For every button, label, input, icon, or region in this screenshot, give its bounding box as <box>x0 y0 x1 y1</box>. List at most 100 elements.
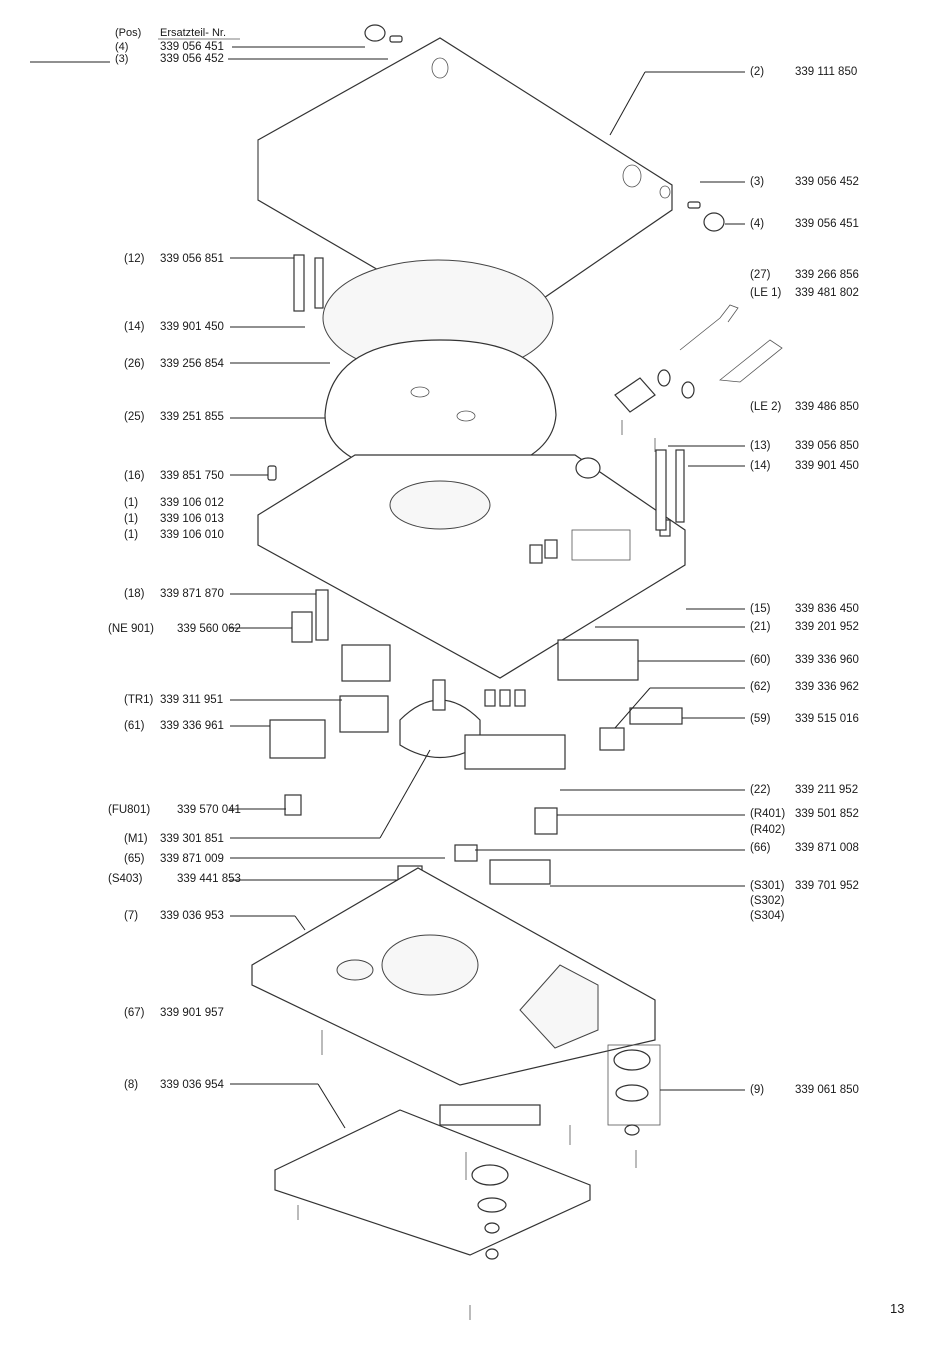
part-number-label: 339 056 451 <box>795 218 859 230</box>
part-position-label: (S301) <box>750 880 785 892</box>
part-number-label: 339 036 953 <box>160 910 224 922</box>
part-position-label: (2) <box>750 66 764 78</box>
part-number-label: 339 301 851 <box>160 833 224 845</box>
part-number-label: 339 056 452 <box>160 53 224 65</box>
part-number-label: 339 570 041 <box>177 804 241 816</box>
part-number-label: 339 441 853 <box>177 873 241 885</box>
left-labels: (12) 339 056 851 (14) 339 901 450 (26) 339 25… <box>108 253 241 1091</box>
part-number-label: 339 256 854 <box>160 358 225 370</box>
part-position-label: (3) <box>750 176 764 188</box>
part-position-label: (18) <box>124 588 145 600</box>
part-number-label: 339 336 962 <box>795 681 859 693</box>
part-number-label: 339 036 954 <box>160 1079 225 1091</box>
part-number-label: 339 056 451 <box>160 41 224 53</box>
header-rows: (4) 339 056 451 (3) 339 056 452 <box>115 41 224 65</box>
part-position-label: (7) <box>124 910 138 922</box>
part-number-label: 339 056 452 <box>795 176 859 188</box>
part-position-label: (25) <box>124 411 145 423</box>
part-position-label: (1) <box>124 497 138 509</box>
part-position-label: (14) <box>124 321 145 333</box>
right-labels: (2) 339 111 850 (3) 339 056 452 (4) 339 056 4… <box>750 66 859 1096</box>
part-number-label: 339 111 850 <box>795 66 857 78</box>
part-number-label: 339 311 951 <box>160 694 223 706</box>
part-position-label: (15) <box>750 603 771 615</box>
part-position-label: (27) <box>750 269 771 281</box>
part-number-label: 339 201 952 <box>795 621 859 633</box>
part-number-label: 339 871 008 <box>795 842 859 854</box>
part-number-label: 339 701 952 <box>795 880 859 892</box>
part-number-label: 339 871 870 <box>160 588 224 600</box>
chassis-top <box>257 454 686 679</box>
base-plate <box>251 867 656 1086</box>
part-position-label: (4) <box>750 218 764 230</box>
part-number-label: 339 515 016 <box>795 713 859 725</box>
part-number-label: 339 501 852 <box>795 808 859 820</box>
part-number-label: 339 106 010 <box>160 529 224 541</box>
part-position-label: (S304) <box>750 910 785 922</box>
part-position-label: (60) <box>750 654 771 666</box>
part-position-label: (LE 2) <box>750 401 781 413</box>
part-number-label: 339 486 850 <box>795 401 859 413</box>
part-position-label: (59) <box>750 713 771 725</box>
part-position-label: (66) <box>750 842 771 854</box>
part-position-label: (62) <box>750 681 771 693</box>
part-position-label: (1) <box>124 529 138 541</box>
part-position-label: (NE 901) <box>108 623 154 635</box>
part-number-label: 339 251 855 <box>160 411 224 423</box>
part-number-label: 339 560 062 <box>177 623 241 635</box>
part-number-label: 339 836 450 <box>795 603 859 615</box>
part-number-label: 339 056 850 <box>795 440 859 452</box>
part-position-label: (3) <box>115 53 128 65</box>
part-position-label: (R401) <box>750 808 785 820</box>
hinge-bracket-right <box>655 449 685 531</box>
part-position-label: (S302) <box>750 895 785 907</box>
part-position-label: (16) <box>124 470 145 482</box>
part-position-label: (12) <box>124 253 145 265</box>
part-position-label: (61) <box>124 720 145 732</box>
part-position-label: (FU801) <box>108 804 150 816</box>
part-number-label: 339 056 851 <box>160 253 224 265</box>
part-number-label: 339 106 012 <box>160 497 224 509</box>
leader-lines <box>30 46 745 1129</box>
part-position-label: (65) <box>124 853 145 865</box>
cover-lid <box>257 37 673 336</box>
part-number-label: 339 061 850 <box>795 1084 859 1096</box>
part-position-label: (14) <box>750 460 771 472</box>
part-number-label: 339 901 957 <box>160 1007 224 1019</box>
part-number-label: 339 901 450 <box>795 460 859 472</box>
part-position-label: (S403) <box>108 873 143 885</box>
part-number-label: 339 481 802 <box>795 287 859 299</box>
header-pos: (Pos) <box>115 27 141 39</box>
header-block: (Pos) Ersatzteil- Nr. (4) 339 056 451 (3) 3… <box>115 27 240 65</box>
part-number-label: 339 266 856 <box>795 269 859 281</box>
feet-parts <box>471 1044 661 1260</box>
header-ersatzteil: Ersatzteil- Nr. <box>160 27 226 39</box>
power-cord-parts <box>614 304 783 413</box>
part-number-label: 339 336 961 <box>160 720 224 732</box>
part-number-label: 339 106 013 <box>160 513 224 525</box>
part-position-label: (M1) <box>124 833 148 845</box>
part-number-label: 339 851 750 <box>160 470 224 482</box>
part-position-label: (21) <box>750 621 771 633</box>
part-position-label: (TR1) <box>124 694 154 706</box>
bottom-plate <box>274 1104 591 1256</box>
part-position-label: (R402) <box>750 824 785 836</box>
part-number-label: 339 211 952 <box>795 784 858 796</box>
page-number: 13 <box>890 1301 904 1316</box>
part-position-label: (22) <box>750 784 771 796</box>
part-position-label: (67) <box>124 1007 145 1019</box>
part-position-label: (13) <box>750 440 771 452</box>
part-number-label: 339 901 450 <box>160 321 224 333</box>
part-position-label: (4) <box>115 41 128 53</box>
part-number-label: 339 871 009 <box>160 853 224 865</box>
part-position-label: (8) <box>124 1079 138 1091</box>
part-position-label: (LE 1) <box>750 287 781 299</box>
hinge-bracket-left <box>293 254 324 312</box>
part-position-label: (9) <box>750 1084 764 1096</box>
part-number-label: 339 336 960 <box>795 654 859 666</box>
knob-small <box>364 24 725 232</box>
part-position-label: (26) <box>124 358 145 370</box>
screws <box>297 420 656 1320</box>
part-position-label: (1) <box>124 513 138 525</box>
